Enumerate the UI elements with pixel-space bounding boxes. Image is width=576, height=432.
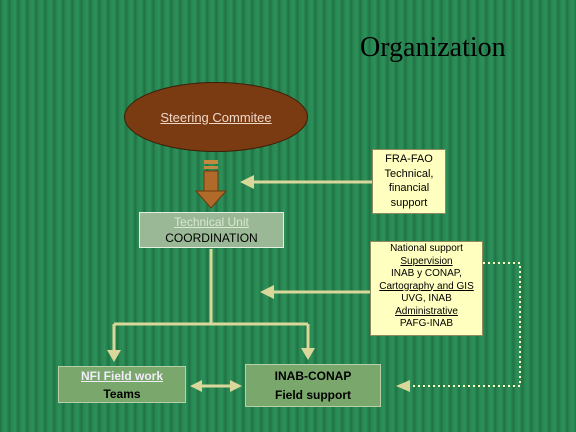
fra-line-4: support	[390, 196, 428, 209]
fra-line-1: FRA-FAO	[385, 153, 433, 165]
fra-line-2: Technical,	[384, 167, 434, 180]
double-arrow	[190, 380, 242, 392]
nfi-field-work-node: NFI Field work Teams	[58, 366, 186, 403]
steering-committee-node: Steering Commitee	[124, 82, 308, 152]
national-support-node: National support Supervision INAB y CONA…	[370, 241, 483, 336]
steering-committee-label: Steering Commitee	[160, 109, 272, 125]
national-line-5: UVG, INAB	[401, 293, 452, 304]
inab-conap-label: INAB-CONAP	[274, 369, 352, 383]
technical-unit-node: Technical Unit COORDINATION	[139, 212, 284, 248]
national-line-7: PAFG-INAB	[399, 318, 454, 329]
national-line-4: Cartography and GIS	[379, 280, 474, 292]
coordination-label: COORDINATION	[165, 231, 258, 245]
fra-arrow	[240, 175, 372, 189]
fra-line-3: financial	[388, 182, 430, 194]
national-line-2: Supervision	[400, 255, 453, 267]
nfi-field-work-label: NFI Field work	[80, 369, 163, 383]
national-line-3: INAB y CONAP,	[391, 268, 462, 279]
technical-unit-label: Technical Unit	[174, 215, 249, 229]
nfi-teams-label: Teams	[103, 387, 141, 401]
brown-down-arrow	[194, 160, 228, 209]
field-support-label: Field support	[275, 388, 351, 402]
national-arrow	[260, 285, 370, 299]
dotted-connector	[396, 262, 521, 392]
tree-connector	[107, 249, 315, 362]
slide-title: Organization	[360, 32, 506, 63]
inab-conap-node: INAB-CONAP Field support	[245, 364, 381, 407]
national-line-6: Administrative	[395, 305, 458, 317]
fra-fao-node: FRA-FAO Technical, financial support	[372, 149, 446, 214]
national-line-1: National support	[390, 243, 463, 254]
